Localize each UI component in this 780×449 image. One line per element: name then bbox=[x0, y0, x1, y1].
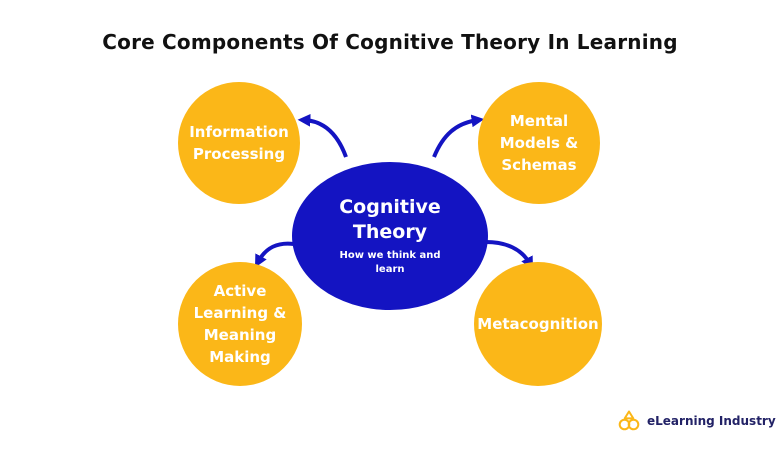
node-information-processing: Information Processing bbox=[178, 82, 300, 204]
arrow-to-active-learning bbox=[254, 241, 295, 268]
arrow-to-information-processing bbox=[297, 113, 348, 158]
node-active-learning: Active Learning & Meaning Making bbox=[178, 262, 302, 386]
node-metacognition: Metacognition bbox=[474, 262, 602, 386]
node-information-processing-label: Information Processing bbox=[189, 123, 289, 163]
arrow-to-mental-models bbox=[432, 114, 485, 158]
node-metacognition-label: Metacognition bbox=[477, 315, 599, 333]
brand-logo: eLearning Industry bbox=[617, 409, 776, 433]
page-title: Core Components Of Cognitive Theory In L… bbox=[102, 30, 678, 54]
center-subtitle: How we think and learn bbox=[339, 250, 441, 275]
node-active-learning-label: Active Learning & Meaning Making bbox=[193, 282, 287, 366]
elearning-industry-logo-icon bbox=[618, 410, 640, 431]
center-node-cognitive-theory: Cognitive Theory How we think and learn bbox=[292, 162, 488, 310]
arrow-to-metacognition bbox=[485, 240, 534, 270]
center-title: Cognitive Theory bbox=[339, 196, 441, 243]
node-mental-models-label: Mental Models & Schemas bbox=[499, 112, 579, 174]
brand-name: eLearning Industry bbox=[647, 414, 776, 428]
node-mental-models: Mental Models & Schemas bbox=[478, 82, 600, 204]
